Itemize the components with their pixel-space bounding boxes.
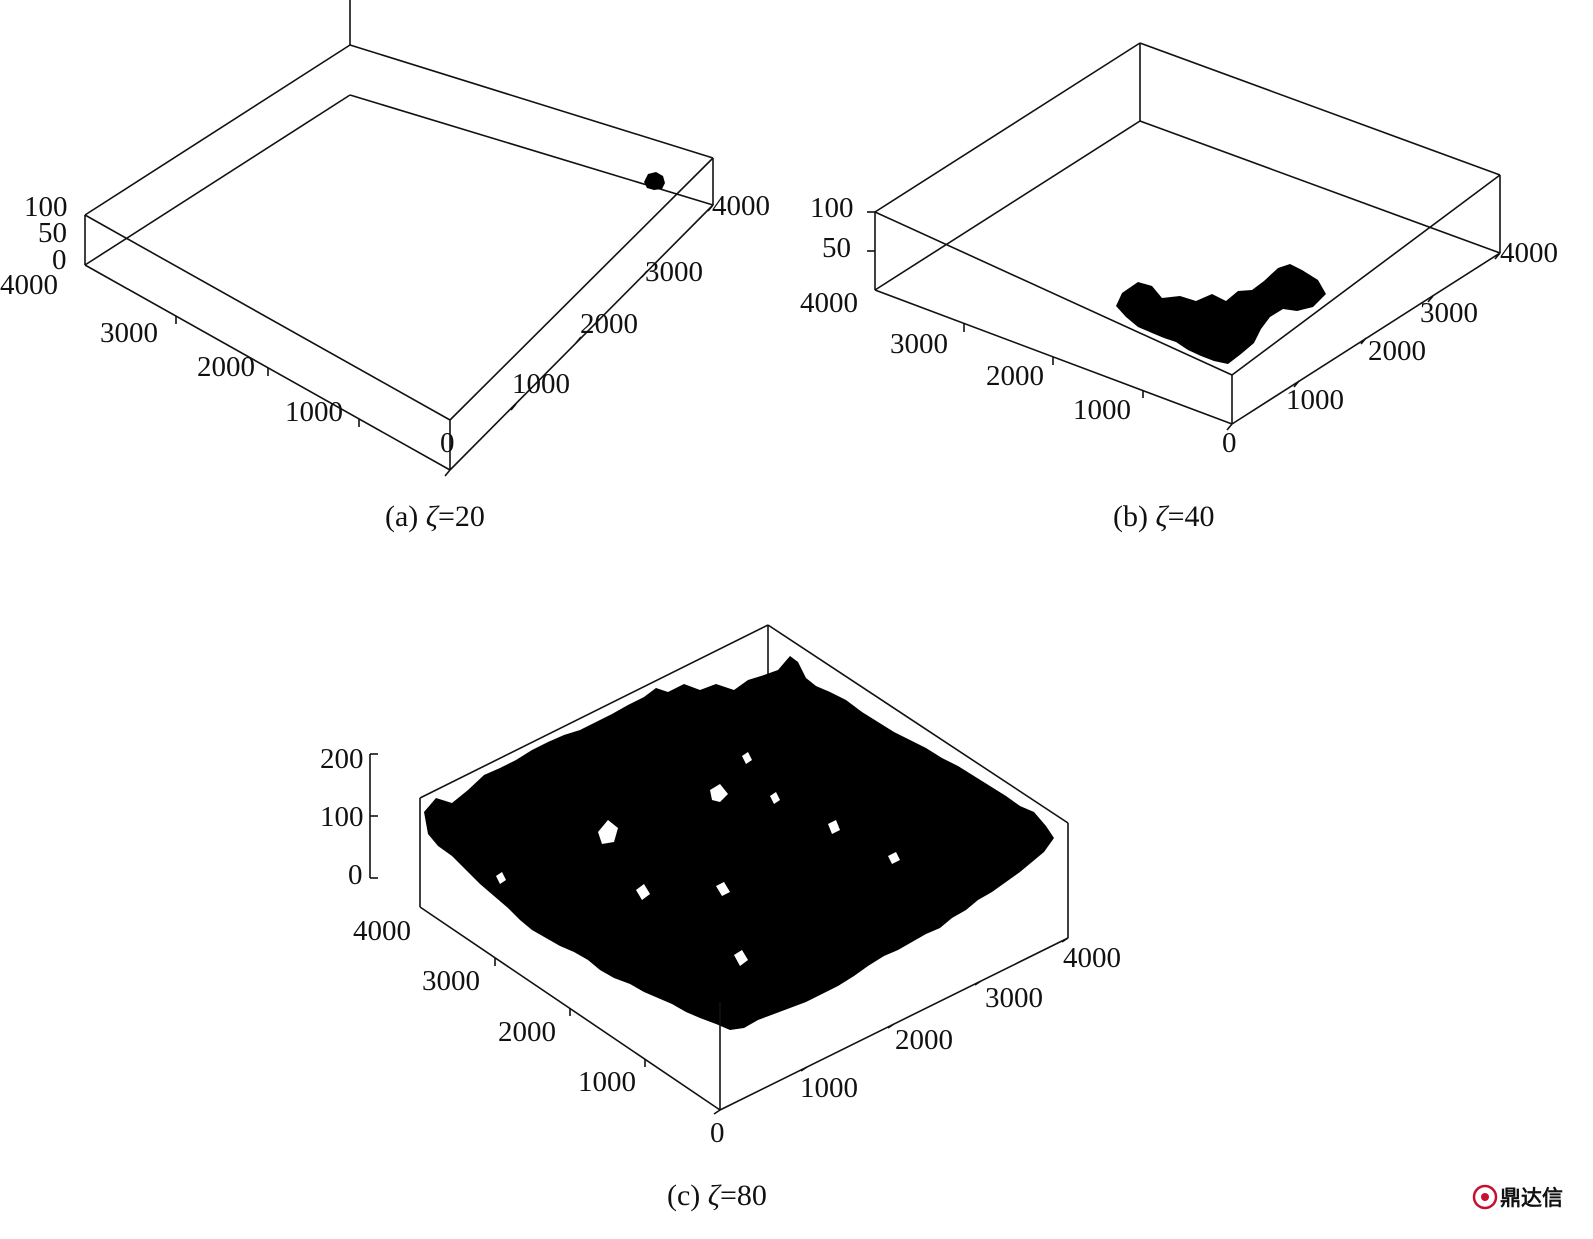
panel-b-caption: (b) ζ=40 <box>1113 500 1215 533</box>
panel-a-x-ticks: 0 1000 2000 3000 4000 <box>440 190 770 477</box>
panel-c-z-ticks: 0 100 200 <box>320 743 378 891</box>
panel-a-box <box>84 0 714 471</box>
panel-c-caption: (c) ζ=80 <box>667 1179 767 1212</box>
panel-a-y-ticks: 1000 2000 3000 4000 <box>0 269 360 428</box>
watermark-logo-icon <box>1472 1184 1498 1210</box>
panel-c-cluster <box>424 656 1054 1030</box>
panel-a-z-tick-0: 0 <box>52 244 67 276</box>
panel-c-y-tick-4000: 4000 <box>353 915 411 947</box>
panel-a-x-tick-3000: 3000 <box>645 256 703 288</box>
panel-c-x-tick-4000: 4000 <box>1063 942 1121 974</box>
panel-b-y-ticks: 1000 2000 3000 4000 <box>800 287 1144 426</box>
panel-c-y-tick-1000: 1000 <box>578 1066 636 1098</box>
panel-b-x-tick-4000: 4000 <box>1500 237 1558 269</box>
panel-b-y-tick-4000: 4000 <box>800 287 858 319</box>
panel-c-z-tick-100: 100 <box>320 801 364 833</box>
panel-b-x-tick-0: 0 <box>1222 427 1237 459</box>
panel-c-x-tick-0: 0 <box>710 1117 725 1149</box>
panel-a-y-tick-4000: 4000 <box>0 269 58 301</box>
panel-c: 0 1000 2000 3000 4000 1000 2000 3000 400… <box>320 624 1121 1212</box>
panel-b-y-tick-1000: 1000 <box>1073 394 1131 426</box>
panel-a-x-tick-4000: 4000 <box>712 190 770 222</box>
panel-a-caption: (a) ζ=20 <box>385 500 485 533</box>
panel-a-z-tick-100: 100 <box>24 191 68 223</box>
panel-a-y-tick-1000: 1000 <box>285 396 343 428</box>
panel-b-z-tick-50: 50 <box>822 232 851 264</box>
panel-c-z-tick-200: 200 <box>320 743 364 775</box>
panel-c-x-tick-1000: 1000 <box>800 1072 858 1104</box>
panel-c-x-tick-2000: 2000 <box>895 1024 953 1056</box>
panel-b-x-tick-1000: 1000 <box>1286 384 1344 416</box>
panel-a-y-tick-3000: 3000 <box>100 317 158 349</box>
panel-a-x-tick-1000: 1000 <box>512 368 570 400</box>
panel-c-y-tick-3000: 3000 <box>422 965 480 997</box>
watermark-text: 鼎达信 <box>1500 1186 1563 1210</box>
panel-b-y-tick-2000: 2000 <box>986 360 1044 392</box>
panel-c-z-tick-0: 0 <box>348 859 363 891</box>
panel-b-z-ticks: 50 100 <box>810 192 875 264</box>
panel-a-cluster <box>644 172 665 190</box>
panel-c-cluster-holes <box>496 752 900 966</box>
panel-b-x-ticks: 0 1000 2000 3000 4000 <box>1222 237 1558 459</box>
panel-b: 0 1000 2000 3000 4000 1000 2000 3000 400… <box>800 42 1558 533</box>
watermark: 鼎达信 <box>1472 1184 1563 1210</box>
panel-c-x-ticks: 0 1000 2000 3000 4000 <box>710 937 1121 1149</box>
panel-c-box-back <box>369 624 1069 938</box>
panel-a: 0 1000 2000 3000 4000 1000 2000 3000 400… <box>0 0 770 533</box>
panel-b-x-tick-3000: 3000 <box>1420 297 1478 329</box>
panel-a-z-ticks: 0 50 100 <box>24 191 68 276</box>
panel-b-x-tick-2000: 2000 <box>1368 335 1426 367</box>
panel-b-z-tick-100: 100 <box>810 192 854 224</box>
panel-a-z-tick-50: 50 <box>38 217 67 249</box>
panel-c-y-tick-2000: 2000 <box>498 1016 556 1048</box>
panel-a-x-tick-0: 0 <box>440 427 455 459</box>
panel-b-cluster <box>1116 264 1326 364</box>
panel-b-y-tick-3000: 3000 <box>890 328 948 360</box>
panel-a-x-tick-2000: 2000 <box>580 308 638 340</box>
panel-a-y-tick-2000: 2000 <box>197 351 255 383</box>
panel-c-x-tick-3000: 3000 <box>985 982 1043 1014</box>
panel-c-y-ticks: 1000 2000 3000 4000 <box>353 915 646 1098</box>
